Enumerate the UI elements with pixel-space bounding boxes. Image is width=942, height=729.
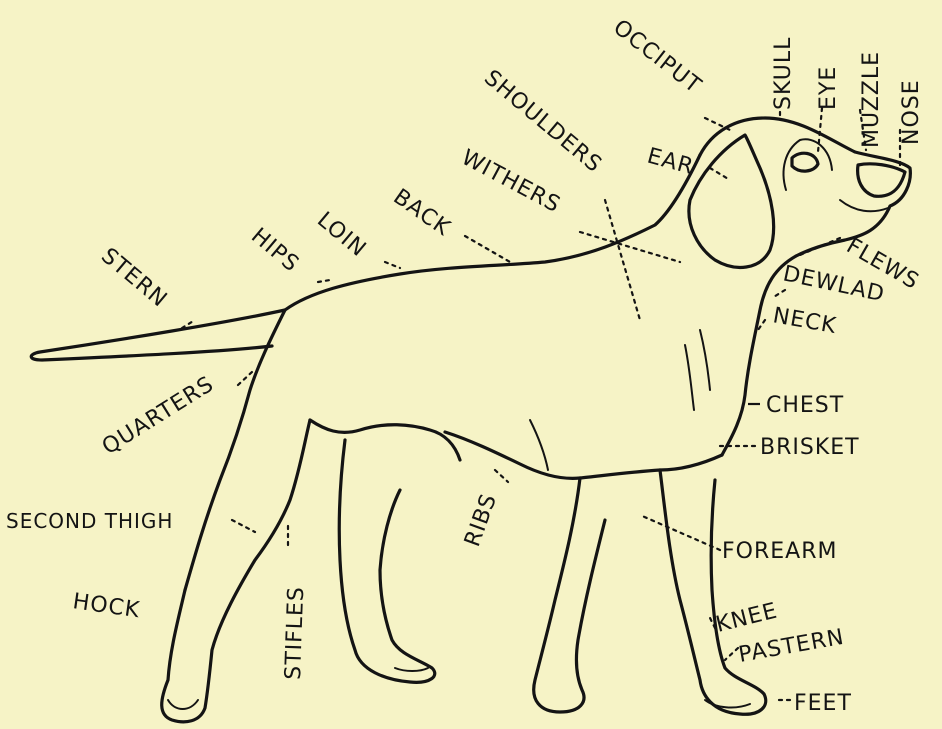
label-feet: FEET bbox=[794, 691, 852, 716]
dog-shoulder-line bbox=[700, 330, 710, 390]
label-skull: SKULL bbox=[771, 37, 796, 110]
dog-belly bbox=[445, 432, 722, 478]
label-pastern: PASTERN bbox=[737, 625, 847, 668]
dog-rear-foot-near bbox=[168, 700, 198, 709]
label-quarters: QUARTERS bbox=[98, 372, 219, 460]
label-chest: CHEST bbox=[766, 393, 844, 418]
label-muzzle: MUZZLE bbox=[859, 51, 884, 148]
dog-tail bbox=[31, 310, 285, 360]
label-occiput: OCCIPUT bbox=[608, 15, 706, 99]
label-neck: NECK bbox=[771, 303, 839, 339]
dog-thigh-inner bbox=[310, 420, 460, 460]
dog-rib-line bbox=[530, 420, 548, 470]
label-stifles: STIFLES bbox=[281, 586, 309, 680]
label-withers: WITHERS bbox=[457, 145, 564, 218]
dog-rear-foot-far bbox=[395, 668, 428, 671]
dog-nose bbox=[858, 164, 905, 196]
label-ear: EAR bbox=[644, 144, 696, 180]
label-loin: LOIN bbox=[312, 207, 371, 262]
label-second-thigh: SECOND THIGH bbox=[6, 509, 173, 533]
label-knee: KNEE bbox=[713, 598, 780, 637]
label-hock: HOCK bbox=[71, 589, 141, 623]
dog-front-leg-far bbox=[534, 478, 605, 712]
label-stern: STERN bbox=[96, 243, 172, 312]
dog-eye bbox=[792, 153, 818, 171]
label-forearm: FOREARM bbox=[722, 539, 837, 564]
dog-shoulder-line-2 bbox=[685, 345, 694, 410]
dog-rear-leg-far bbox=[339, 440, 435, 682]
label-nose: NOSE bbox=[899, 79, 924, 145]
label-hips: HIPS bbox=[246, 223, 304, 277]
label-back: BACK bbox=[389, 184, 455, 241]
dog-front-leg-near bbox=[660, 470, 766, 714]
label-brisket: BRISKET bbox=[760, 435, 860, 460]
label-ribs: RIBS bbox=[460, 490, 502, 550]
label-eye: EYE bbox=[816, 66, 841, 110]
dog-mouth bbox=[840, 200, 888, 211]
